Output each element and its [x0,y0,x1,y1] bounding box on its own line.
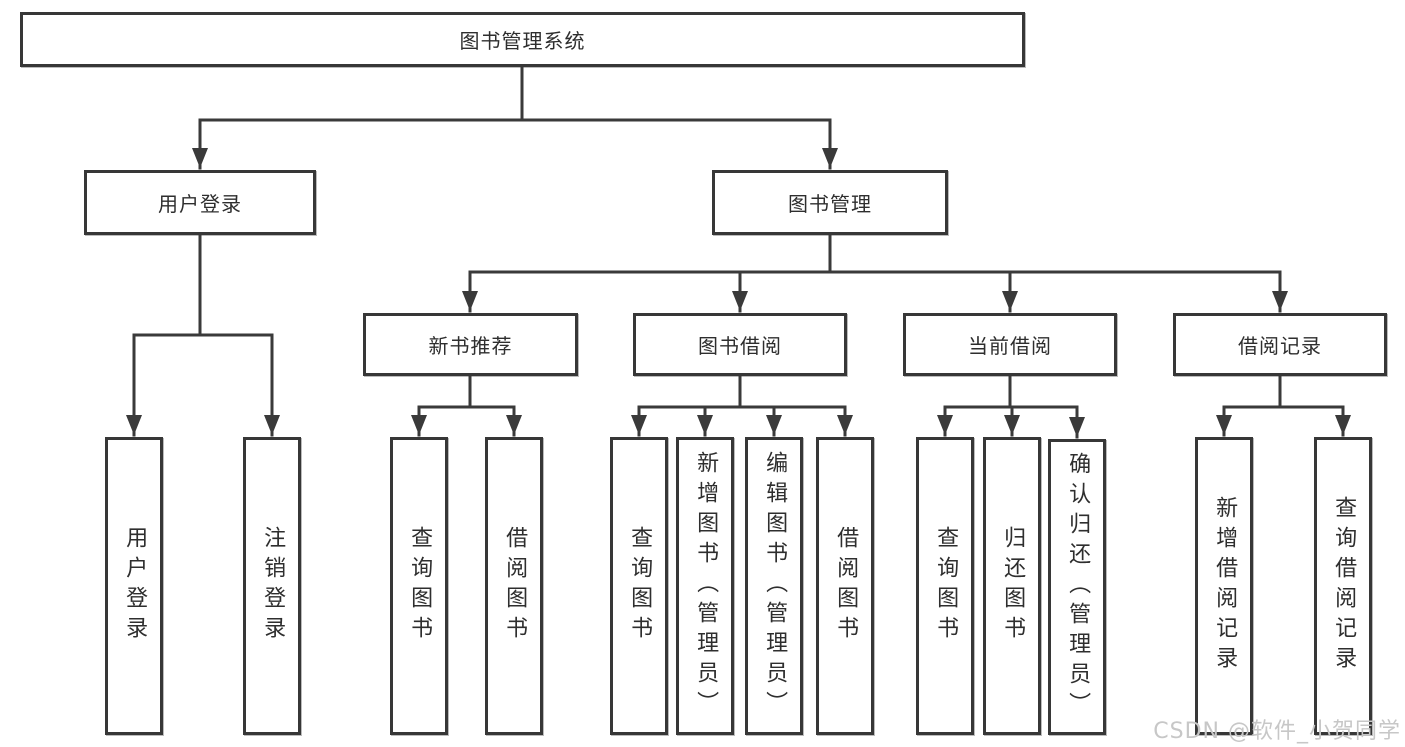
node-label: 图书管理 [788,192,872,216]
node-current-borrowing: 当前借阅 [903,313,1117,376]
node-book-management: 图书管理 [712,170,948,235]
node-label: 借阅图书 [502,526,528,646]
node-label: 新增借阅记录 [1212,496,1238,676]
node-label: 确认归还（管理员） [1065,452,1091,722]
node-label: 借阅图书 [833,526,859,646]
leaf-user-login: 用户登录 [105,437,163,735]
leaf-cb-confirm-return-admin: 确认归还（管理员） [1048,439,1106,735]
leaf-br-query-record: 查询借阅记录 [1314,437,1372,735]
node-label: 当前借阅 [968,334,1052,358]
leaf-bb-edit-book-admin: 编辑图书（管理员） [745,437,803,735]
node-user-login: 用户登录 [84,170,316,235]
node-label: 新增图书（管理员） [693,451,719,721]
leaf-br-add-record: 新增借阅记录 [1195,437,1253,735]
node-label: 图书管理系统 [459,29,586,53]
leaf-nbr-borrow-book: 借阅图书 [485,437,543,735]
node-book-borrowing: 图书借阅 [633,313,847,376]
node-label: 注销登录 [260,526,286,646]
leaf-nbr-query-book: 查询图书 [390,437,448,735]
leaf-bb-borrow-book: 借阅图书 [816,437,874,735]
node-library-management-system: 图书管理系统 [20,12,1025,67]
leaf-logout: 注销登录 [243,437,301,735]
leaf-bb-query-book: 查询图书 [610,437,668,735]
leaf-cb-query-book: 查询图书 [916,437,974,735]
node-label: 归还图书 [1000,526,1026,646]
node-label: 查询图书 [407,526,433,646]
node-borrowing-records: 借阅记录 [1173,313,1387,376]
node-label: 查询图书 [627,526,653,646]
node-label: 查询图书 [933,526,959,646]
node-label: 查询借阅记录 [1331,496,1357,676]
node-label: 编辑图书（管理员） [762,451,788,721]
node-label: 新书推荐 [428,334,513,358]
leaf-bb-add-book-admin: 新增图书（管理员） [676,437,734,735]
leaf-cb-return-book: 归还图书 [983,437,1041,735]
node-label: 图书借阅 [698,334,782,358]
node-label: 用户登录 [122,526,148,646]
node-label: 用户登录 [158,192,242,216]
node-new-book-recommendation: 新书推荐 [363,313,578,376]
node-label: 借阅记录 [1238,334,1322,358]
